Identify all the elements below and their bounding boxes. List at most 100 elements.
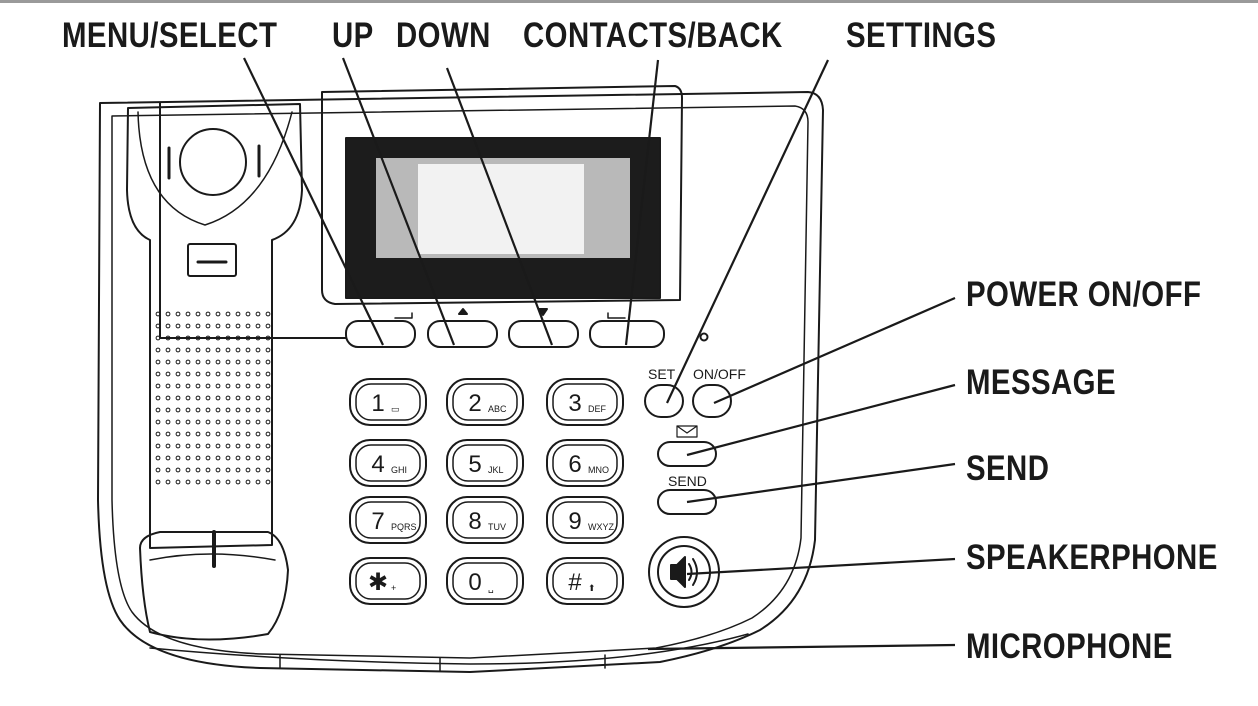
grille-hole [175,467,181,473]
send-label: SEND [668,473,707,489]
grille-hole [175,371,181,377]
grille-hole [215,347,221,353]
grille-hole [255,359,261,365]
grille-hole [165,419,171,425]
grille-hole [255,455,261,461]
grille-hole [245,335,251,341]
grille-hole [205,407,211,413]
grille-hole [215,479,221,485]
grille-hole [165,455,171,461]
grille-hole [205,371,211,377]
grille-hole [195,371,201,377]
callout-menu-select: MENU/SELECT [62,16,278,55]
grille-hole [245,419,251,425]
grille-hole [185,479,191,485]
grille-hole [245,347,251,353]
grille-hole [205,443,211,449]
grille-hole [175,407,181,413]
grille-hole [205,467,211,473]
grille-hole [195,479,201,485]
grille-hole [255,383,261,389]
grille-hole [185,443,191,449]
grille-hole [235,467,241,473]
grille-hole [245,455,251,461]
grille-hole [225,359,231,365]
grille-hole [225,455,231,461]
keypad-key[interactable]: #⬆ [546,557,624,605]
grille-hole [185,347,191,353]
power-button[interactable] [692,384,732,418]
grille-hole [195,467,201,473]
grille-hole [215,419,221,425]
grille-hole [245,311,251,317]
grille-hole [255,443,261,449]
grille-hole [235,359,241,365]
grille-hole [195,443,201,449]
set-button[interactable] [644,384,684,418]
grille-hole [155,335,161,341]
grille-hole [235,311,241,317]
message-button[interactable] [657,441,717,467]
speaker-grille-frame [159,102,347,339]
grille-hole [205,479,211,485]
grille-hole [165,347,171,353]
keypad-key-digit: 4 [371,451,384,478]
grille-hole [265,371,271,377]
keypad-key[interactable]: ✱+ [349,557,427,605]
grille-hole [245,443,251,449]
grille-hole [215,335,221,341]
grille-hole [165,407,171,413]
contacts-back-button[interactable] [589,320,665,348]
leader-menu-select [243,57,384,346]
earpiece-circle [179,128,247,196]
keypad-key[interactable]: 0␣ [446,557,524,605]
grille-hole [185,467,191,473]
grille-hole [265,443,271,449]
callout-power: POWER ON/OFF [966,275,1202,314]
grille-hole [185,383,191,389]
keypad-key-letters: ⬆ [588,583,596,593]
phone-inner-rim [111,105,809,659]
grille-hole [265,419,271,425]
callout-microphone: MICROPHONE [966,627,1173,666]
soft-key-marks [394,312,626,319]
callout-message: MESSAGE [966,363,1116,402]
grille-hole [215,323,221,329]
grille-hole [205,455,211,461]
keypad-key[interactable]: 1▭ [349,378,427,426]
grille-hole [225,371,231,377]
grille-hole [195,431,201,437]
grille-hole [175,347,181,353]
send-button[interactable] [657,489,717,515]
grille-hole [255,347,261,353]
grille-hole [155,323,161,329]
keypad-key-digit: 7 [371,508,384,535]
grille-hole [245,323,251,329]
grille-hole [205,347,211,353]
grille-hole [175,383,181,389]
display-housing [321,85,683,305]
grille-hole [205,419,211,425]
grille-hole [235,383,241,389]
keypad-key-digit: ✱ [368,569,388,596]
phone-body [97,91,824,673]
grille-hole [165,443,171,449]
menu-select-button[interactable] [345,320,416,348]
up-button[interactable] [427,320,498,348]
keypad-key-letters: MNO [588,465,609,475]
grille-hole [225,395,231,401]
grille-hole [265,323,271,329]
grille-hole [265,347,271,353]
grille-hole [225,383,231,389]
grille-hole [235,419,241,425]
bottom-trim [149,633,749,665]
grille-hole [265,359,271,365]
